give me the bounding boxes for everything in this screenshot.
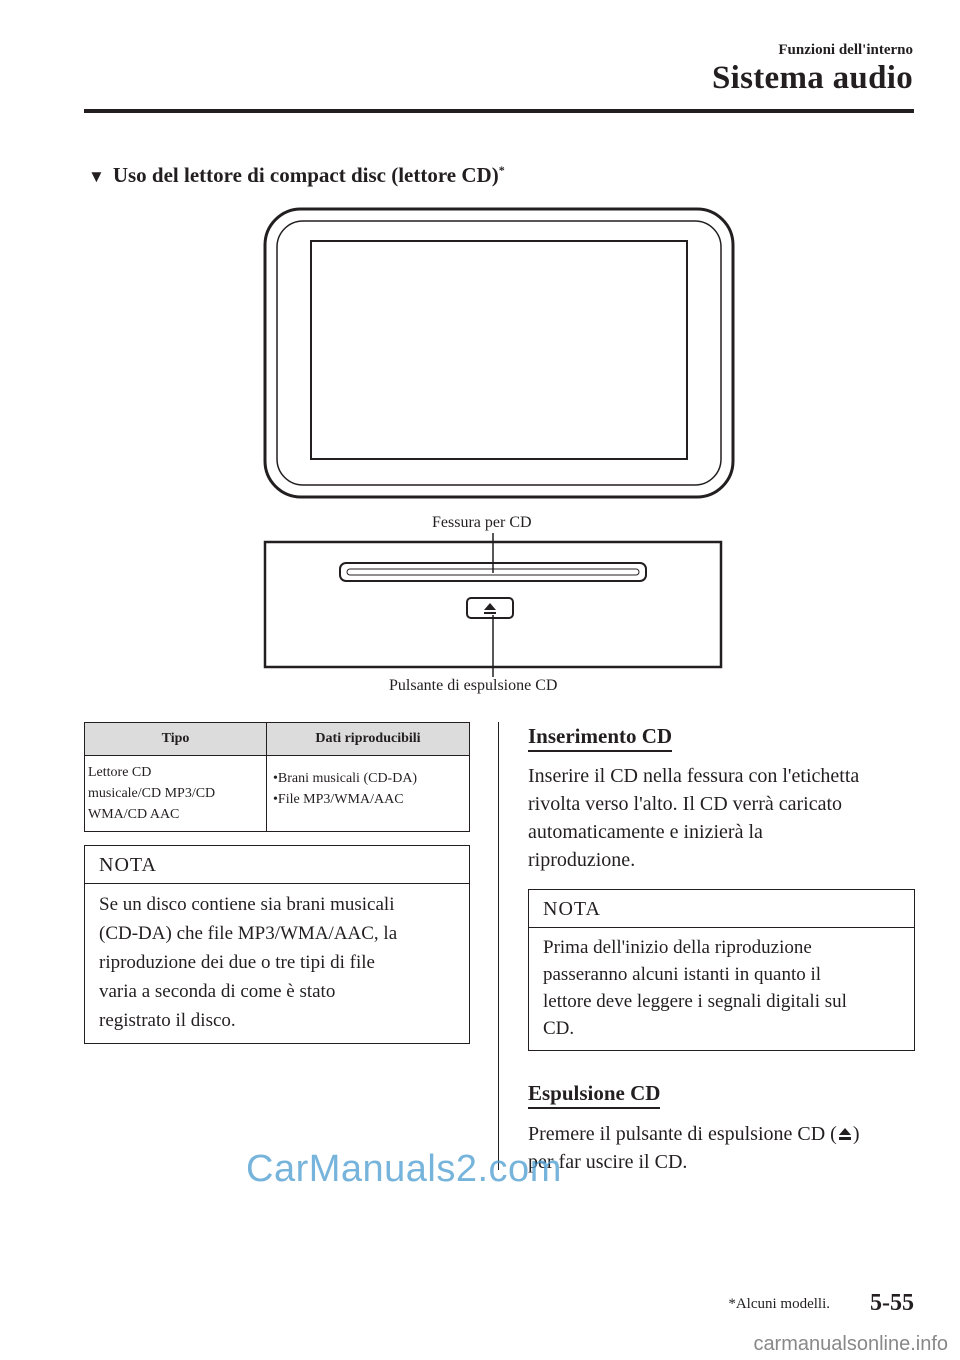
note-heading: NOTA <box>529 890 914 928</box>
table-cell-data: •Brani musicali (CD-DA) •File MP3/WMA/AA… <box>266 755 470 832</box>
eject-heading: Espulsione CD <box>528 1081 661 1109</box>
eject-button-shape <box>466 597 514 619</box>
type-line: WMA/CD AAC <box>88 807 180 822</box>
para-line: per far uscire il CD. <box>528 1151 688 1173</box>
note-line: Prima dell'inizio della riproduzione <box>543 937 812 958</box>
table-cell-type: Lettore CD musicale/CD MP3/CD WMA/CD AAC <box>84 755 267 832</box>
eject-section: Espulsione CD <box>528 1081 661 1109</box>
note-box-right: NOTA Prima dell'inizio della riproduzion… <box>528 889 915 1051</box>
watermark: CarManuals2.com <box>246 1148 562 1190</box>
table-header-type: Tipo <box>84 722 267 756</box>
type-line: Lettore CD <box>88 765 152 780</box>
page-number: 5-55 <box>870 1290 914 1316</box>
note-body: Se un disco contiene sia brani musicali … <box>85 884 469 1043</box>
note-line: riproduzione dei due o tre tipi di file <box>99 952 375 973</box>
note-line: varia a seconda di come è stato <box>99 981 336 1002</box>
section-title-asterisk: * <box>498 163 505 177</box>
note-heading: NOTA <box>85 846 469 884</box>
note-line: (CD-DA) che file MP3/WMA/AAC, la <box>99 923 398 944</box>
footer-site-watermark: carmanualsonline.info <box>753 1333 948 1355</box>
section-title-text: Uso del lettore di compact disc (lettore… <box>112 163 499 187</box>
data-line: •File MP3/WMA/AAC <box>273 792 404 807</box>
header-rule <box>84 109 914 113</box>
eject-paragraph: Premere il pulsante di espulsione CD () … <box>528 1120 914 1176</box>
note-body: Prima dell'inizio della riproduzione pas… <box>529 928 914 1050</box>
playable-data-table: Tipo Dati riproducibili Lettore CD music… <box>84 722 470 832</box>
note-box-left: NOTA Se un disco contiene sia brani musi… <box>84 845 470 1044</box>
eject-text-before: Premere il pulsante di espulsione CD ( <box>528 1123 837 1145</box>
type-line: musicale/CD MP3/CD <box>88 786 216 801</box>
para-line: Premere il pulsante di espulsione CD () <box>528 1120 914 1148</box>
para-line: rivolta verso l'alto. Il CD verrà carica… <box>528 793 843 815</box>
slot-label: Fessura per CD <box>432 514 532 531</box>
data-line: •Brani musicali (CD-DA) <box>273 771 418 786</box>
insert-heading: Inserimento CD <box>528 724 673 752</box>
footer-note: *Alcuni modelli. <box>728 1296 830 1312</box>
note-line: registrato il disco. <box>99 1010 236 1031</box>
table-row: Lettore CD musicale/CD MP3/CD WMA/CD AAC… <box>84 755 470 832</box>
header-section-label: Funzioni dell'interno <box>778 42 913 58</box>
eject-icon <box>838 1128 851 1140</box>
note-line: lettore deve leggere i segnali digitali … <box>543 991 847 1012</box>
page-title: Sistema audio <box>711 60 913 96</box>
display-screen <box>310 240 688 460</box>
insert-section: Inserimento CD <box>528 724 673 752</box>
para-line: riproduzione. <box>528 849 636 871</box>
eject-icon <box>484 603 496 610</box>
para-line: automaticamente e inizierà la <box>528 821 763 843</box>
para-line: Inserire il CD nella fessura con l'etich… <box>528 765 860 787</box>
eject-text-after: ) <box>852 1123 860 1145</box>
cd-player-illustration <box>263 207 735 677</box>
note-line: passeranno alcuni istanti in quanto il <box>543 964 822 985</box>
display-bezel-inner <box>276 220 722 486</box>
down-triangle-icon: ▼ <box>88 167 105 186</box>
note-line: CD. <box>543 1018 575 1039</box>
section-title: ▼ Uso del lettore di compact disc (lettor… <box>88 163 505 188</box>
insert-paragraph: Inserire il CD nella fessura con l'etich… <box>528 762 914 874</box>
display-bezel-outer <box>263 207 735 499</box>
note-line: Se un disco contiene sia brani musicali <box>99 894 395 915</box>
table-header-data: Dati riproducibili <box>266 722 470 756</box>
column-divider <box>498 722 499 1170</box>
eject-button-label: Pulsante di espulsione CD <box>389 677 558 694</box>
